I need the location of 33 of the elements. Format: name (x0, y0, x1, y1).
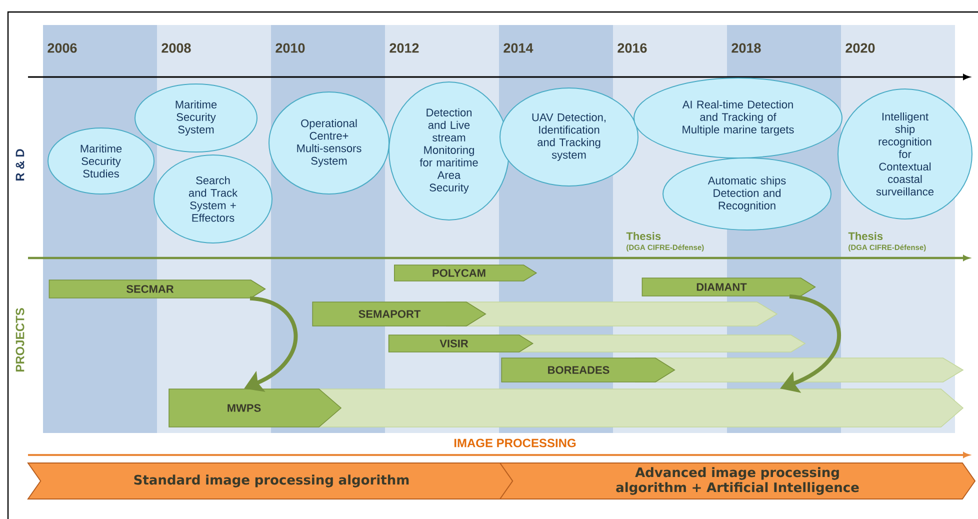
ellipse-bubble: Search and Track System + Effectors (154, 154, 272, 244)
project-bar: DIAMANT (642, 278, 816, 296)
ellipse-bubble: Maritime Security System (134, 84, 258, 152)
year-label: 2008 (162, 43, 191, 53)
year-label: 2016 (618, 43, 647, 53)
project-bar: POLYCAM (394, 264, 538, 282)
ellipse-bubble: UAV Detection, Identification and Tracking system (500, 88, 638, 186)
node-label: MWPS (228, 404, 261, 412)
section-title: PROJECTS (16, 308, 24, 372)
thesis-label: Thesis (848, 232, 883, 240)
node-label: Advanced image processing algorithm + Artificial Intelligence (616, 467, 859, 495)
year-label: 2014 (504, 43, 534, 53)
phase-banner: Standard image processing algorithm (27, 462, 516, 500)
ellipse-bubble: Maritime Security Studies (48, 128, 154, 194)
project-bar: SEMAPORT (312, 302, 486, 326)
ellipse-bubble: Operational Centre+ Multi-sensors System (268, 92, 390, 194)
year-label: 2006 (48, 43, 77, 53)
ellipse-bubble: Automatic ships Detection and Recognition (662, 158, 832, 230)
year-label: 2020 (846, 43, 875, 53)
project-bar: MWPS (168, 388, 964, 428)
year-label: 2018 (732, 43, 761, 53)
phase-banner: Advanced image processing algorithm + Artificial Intelligence (499, 462, 976, 500)
project-bar: VISIR (388, 334, 534, 352)
year-label: 2010 (276, 43, 305, 53)
ellipse-bubble: Detection and Live stream Monitoring for maritime Area Security (388, 82, 510, 220)
year-label: 2012 (390, 43, 419, 53)
ellipse-bubble: AI Real-time Detection and Tracking of Multiple marine targets (634, 78, 842, 158)
section-title: IMAGE PROCESSING (454, 438, 576, 448)
project-bar: BOREADES (501, 358, 676, 382)
ellipse-bubble: Intelligent ship recognition for Contextual coastal surveillance (838, 88, 972, 220)
thesis-label: Thesis (626, 232, 661, 240)
project-bar: SECMAR (48, 280, 266, 298)
section-title: R & D (16, 149, 24, 181)
